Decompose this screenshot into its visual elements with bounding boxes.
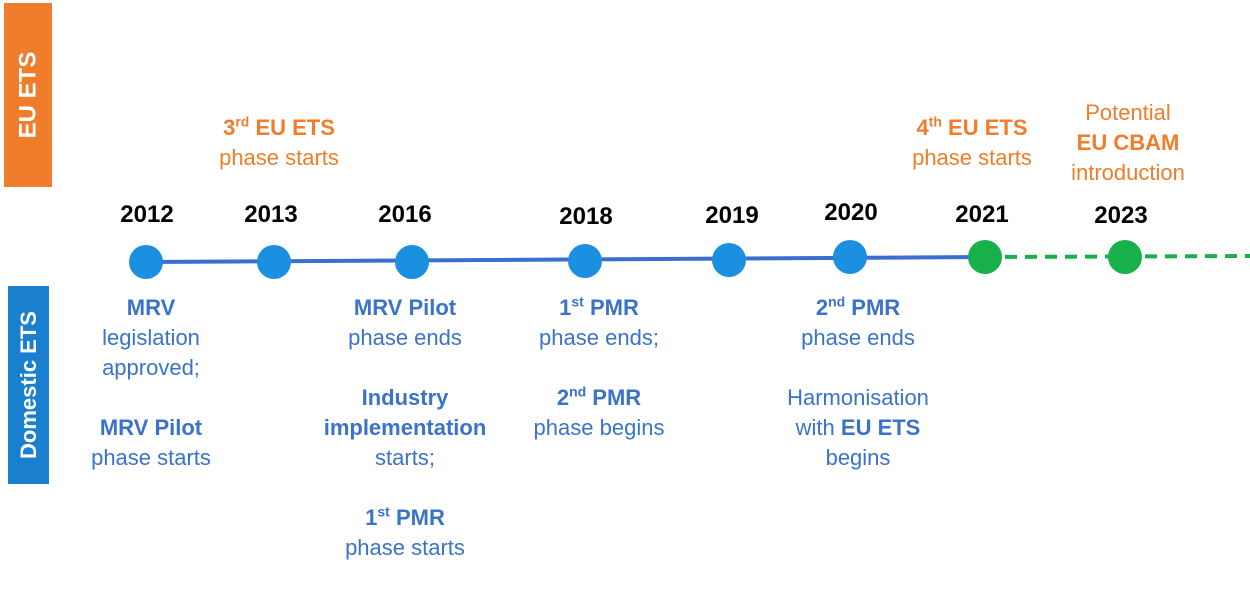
eu-2013-title: EU ETS xyxy=(249,115,335,140)
d2020-a-title: PMR xyxy=(845,295,901,320)
d2018-a-title: PMR xyxy=(583,295,639,320)
d2018-a-line2: phase ends; xyxy=(539,325,659,350)
timeline-future-line xyxy=(984,254,1250,259)
year-2012: 2012 xyxy=(120,201,174,228)
d2016-c-number: 1 xyxy=(365,505,378,530)
d2012-a-title: MRV xyxy=(126,295,176,320)
d2018-b-line2: phase begins xyxy=(533,415,665,440)
domestic-event-2020: 2nd PMR phase ends Harmonisation with EU… xyxy=(787,293,929,473)
d2012-b-title: MRV Pilot xyxy=(99,415,203,440)
d2018-a-suffix: st xyxy=(571,293,584,310)
milestone-dot-2012 xyxy=(129,245,163,279)
milestone-dot-2018 xyxy=(568,244,602,278)
milestone-dot-2020 xyxy=(833,240,867,274)
d2012-a-line2: legislation xyxy=(102,325,200,350)
eu-2013-number: 3 xyxy=(223,115,236,140)
d2016-b-title2: implementation xyxy=(323,415,487,440)
d2020-a-line2: phase ends xyxy=(801,325,915,350)
d2016-a-title: MRV Pilot xyxy=(353,295,457,320)
d2020-b-title: EU ETS xyxy=(840,415,921,440)
milestone-dot-2013 xyxy=(257,245,291,279)
eu-2013-subtitle: phase starts xyxy=(219,145,339,170)
d2016-b-line3: starts; xyxy=(375,445,435,470)
eu-2023-title: EU CBAM xyxy=(1076,130,1180,155)
domestic-event-2016: MRV Pilot phase ends Industry implementa… xyxy=(324,293,487,563)
year-2016: 2016 xyxy=(378,201,432,228)
d2018-b-title: PMR xyxy=(586,385,642,410)
milestone-dot-2023 xyxy=(1108,240,1142,274)
d2020-a-suffix: nd xyxy=(828,293,846,310)
year-2020: 2020 xyxy=(824,199,878,226)
eu-2021-suffix: th xyxy=(928,113,942,130)
d2016-c-title: PMR xyxy=(389,505,445,530)
d2016-b-title1: Industry xyxy=(361,385,449,410)
domestic-event-2012: MRV legislation approved; MRV Pilot phas… xyxy=(91,293,211,473)
d2012-a-line3: approved; xyxy=(102,355,200,380)
eu-2021-number: 4 xyxy=(916,115,929,140)
eu-2023-line1: Potential xyxy=(1085,100,1171,125)
d2020-a-number: 2 xyxy=(815,295,829,320)
eu-event-2013: 3rd EU ETS phase starts xyxy=(219,113,339,173)
d2018-a-number: 1 xyxy=(559,295,572,320)
eu-2023-line3: introduction xyxy=(1071,160,1185,185)
d2016-c-suffix: st xyxy=(377,503,390,520)
d2012-b-line2: phase starts xyxy=(91,445,211,470)
eu-event-2023: Potential EU CBAM introduction xyxy=(1071,98,1185,188)
year-2018: 2018 xyxy=(559,203,613,230)
d2020-b-line3: begins xyxy=(825,445,891,470)
year-2019: 2019 xyxy=(705,202,759,229)
eu-2013-suffix: rd xyxy=(235,113,250,130)
year-2013: 2013 xyxy=(244,201,298,228)
d2018-b-suffix: nd xyxy=(569,383,587,400)
d2020-b-with: with xyxy=(795,415,841,440)
d2018-b-number: 2 xyxy=(556,385,570,410)
milestone-dot-2016 xyxy=(395,245,429,279)
d2016-a-line2: phase ends xyxy=(348,325,462,350)
d2020-b-line1: Harmonisation xyxy=(787,385,929,410)
eu-ets-band: EU ETS xyxy=(4,3,52,187)
eu-event-2021: 4th EU ETS phase starts xyxy=(912,113,1032,173)
year-2023: 2023 xyxy=(1094,202,1148,229)
domestic-ets-band: Domestic ETS xyxy=(8,286,49,484)
eu-2021-title: EU ETS xyxy=(941,115,1028,140)
milestone-dot-2019 xyxy=(712,243,746,277)
domestic-event-2018: 1st PMR phase ends; 2nd PMR phase begins xyxy=(534,293,665,443)
eu-2021-subtitle: phase starts xyxy=(912,145,1032,170)
year-2021: 2021 xyxy=(955,201,1009,228)
milestone-dot-2021 xyxy=(968,240,1002,274)
d2016-c-line2: phase starts xyxy=(345,535,465,560)
